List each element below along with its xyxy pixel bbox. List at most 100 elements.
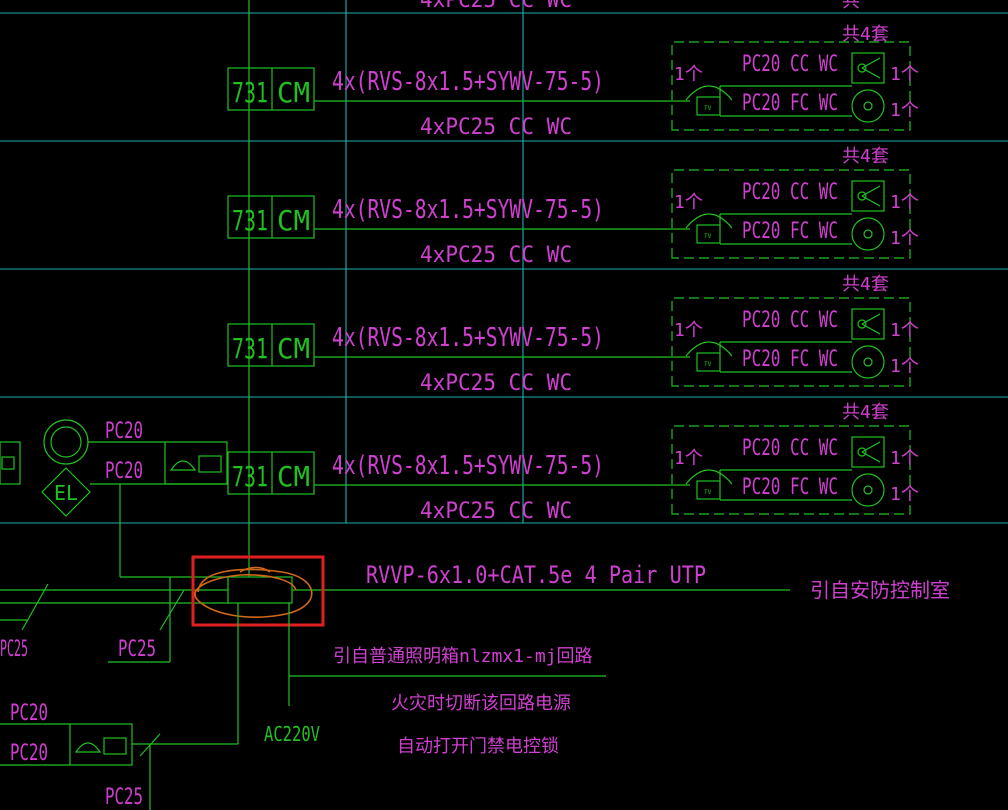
- feeder-cable-label: 4x(RVS-8x1.5+SYWV-75-5): [332, 195, 604, 225]
- tv-symbol: TV: [704, 233, 712, 240]
- feeder-box: [227, 195, 315, 239]
- intercom-station-icon: [851, 180, 885, 212]
- power-notes: AC220V 引自普通照明箱nlzmx1-mj回路 火灾时切断该回路电源 自动打…: [132, 603, 606, 757]
- tv-symbol: TV: [704, 361, 712, 368]
- note-fire: 火灾时切断该回路电源: [391, 693, 571, 714]
- feeder-code: 731: [232, 332, 268, 365]
- scribble-annotation: [194, 568, 313, 618]
- tv-outlet-icon: [696, 352, 721, 372]
- tv-outlet-icon: [696, 224, 721, 244]
- keypad-icon: [103, 737, 127, 755]
- security-cable-label: RVVP-6x1.0+CAT.5e 4 Pair UTP: [366, 561, 706, 589]
- pc25-left: PC25: [0, 637, 28, 662]
- unit-count-right: 1个: [890, 64, 919, 85]
- clipped-conduit-label: 4xPC25 CC WC: [420, 0, 572, 13]
- feeder-code: 731: [232, 76, 268, 109]
- cyan-grid: [0, 0, 1008, 524]
- intercom-station-icon: [851, 52, 885, 84]
- feeder-cm: CM: [277, 76, 310, 109]
- feeder-cm: CM: [277, 204, 310, 237]
- intercom-station-icon: [851, 436, 885, 468]
- feeder-conduit-label: 4xPC25 CC WC: [420, 499, 572, 524]
- feeder-cable-label: 4x(RVS-8x1.5+SYWV-75-5): [332, 451, 604, 481]
- el-diamond-icon: [41, 467, 91, 517]
- unit-pipe-fc: PC20 FC WC: [742, 91, 838, 116]
- feeder-conduit-label: 4xPC25 CC WC: [420, 243, 572, 268]
- left-panel[interactable]: EL PC20 PC20: [0, 419, 228, 578]
- tv-symbol: TV: [704, 105, 712, 112]
- feeder-row-3[interactable]: 731 CM 4x(RVS-8x1.5+SYWV-75-5) 4xPC25 CC…: [227, 274, 919, 396]
- door-station-box: [164, 441, 228, 485]
- feeder-box: [227, 67, 315, 111]
- control-box-group[interactable]: RVVP-6x1.0+CAT.5e 4 Pair UTP 引自安防控制室: [0, 555, 950, 627]
- unit-count-right-2: 1个: [890, 484, 919, 505]
- feeder-row-1[interactable]: 731 CM 4x(RVS-8x1.5+SYWV-75-5) 4xPC25 CC…: [227, 24, 919, 140]
- feeder-conduit-label: 4xPC25 CC WC: [420, 115, 572, 140]
- pc20-label-top: PC20: [105, 419, 143, 444]
- pc20-label-bottom: PC20: [10, 741, 48, 766]
- unit-pipe-fc: PC20 FC WC: [742, 475, 838, 500]
- unit-pipe-cc: PC20 CC WC: [742, 308, 838, 333]
- handset-icon: [169, 460, 197, 471]
- el-label: EL: [54, 481, 78, 505]
- unit-count-label: 共4套: [842, 402, 889, 423]
- tv-outlet-arc: [685, 85, 733, 101]
- keypad-icon: [198, 455, 222, 473]
- unit-count-right: 1个: [890, 448, 919, 469]
- highlight-box: [191, 555, 325, 627]
- unit-pipe-cc: PC20 CC WC: [742, 436, 838, 461]
- unit-count-right: 1个: [890, 192, 919, 213]
- tv-outlet-arc: [685, 469, 733, 485]
- feeder-code: 731: [232, 460, 268, 493]
- feeder-cm: CM: [277, 460, 310, 493]
- feeder-box: [227, 323, 315, 367]
- unit-count-left: 1个: [674, 64, 703, 85]
- tv-outlet-arc: [685, 213, 733, 229]
- feeder-row-2[interactable]: 731 CM 4x(RVS-8x1.5+SYWV-75-5) 4xPC25 CC…: [227, 146, 919, 268]
- tv-outlet-icon: [696, 480, 721, 500]
- pc25-bottom: PC25: [105, 785, 143, 810]
- clipped-unit-label: 共: [842, 0, 860, 12]
- camera-icon: [851, 345, 885, 379]
- tv-outlet-icon: [696, 96, 721, 116]
- handset-icon: [74, 742, 102, 753]
- feeder-cable-label: 4x(RVS-8x1.5+SYWV-75-5): [332, 323, 604, 353]
- unit-count-label: 共4套: [842, 274, 889, 295]
- unit-count-right-2: 1个: [890, 356, 919, 377]
- note-auto: 自动打开门禁电控锁: [397, 736, 559, 757]
- feeder-conduit-label: 4xPC25 CC WC: [420, 371, 572, 396]
- note-source: 引自普通照明箱nlzmx1-mj回路: [333, 646, 593, 667]
- left-lower-conduits: PC25 PC25: [0, 577, 185, 663]
- unit-count-right: 1个: [890, 320, 919, 341]
- feeder-row-4[interactable]: 731 CM 4x(RVS-8x1.5+SYWV-75-5) 4xPC25 CC…: [227, 402, 919, 524]
- pc20-label-top: PC20: [10, 701, 48, 726]
- unit-count-label: 共4套: [842, 146, 889, 167]
- unit-pipe-cc: PC20 CC WC: [742, 52, 838, 77]
- unit-pipe-fc: PC20 FC WC: [742, 347, 838, 372]
- voltage-label: AC220V: [264, 722, 320, 746]
- unit-count-label: 共4套: [842, 24, 889, 45]
- unit-count-left: 1个: [674, 192, 703, 213]
- camera-icon: [851, 217, 885, 251]
- bottom-left-panel[interactable]: PC20 PC20 PC25: [0, 701, 161, 810]
- unit-pipe-cc: PC20 CC WC: [742, 180, 838, 205]
- monitor-icon: [1, 456, 15, 470]
- tv-outlet-arc: [685, 341, 733, 357]
- feeder-cable-label: 4x(RVS-8x1.5+SYWV-75-5): [332, 67, 604, 97]
- unit-count-left: 1个: [674, 448, 703, 469]
- unit-count-right-2: 1个: [890, 100, 919, 121]
- feeder-box: [227, 451, 315, 495]
- security-dest-label: 引自安防控制室: [810, 578, 950, 602]
- feeder-cm: CM: [277, 332, 310, 365]
- tv-symbol: TV: [704, 489, 712, 496]
- door-station-box: [69, 723, 133, 766]
- camera-icon: [851, 89, 885, 123]
- feeder-code: 731: [232, 204, 268, 237]
- unit-pipe-fc: PC20 FC WC: [742, 219, 838, 244]
- pc25-mid: PC25: [118, 637, 156, 662]
- camera-icon: [851, 473, 885, 507]
- relay-box[interactable]: [227, 576, 293, 604]
- unit-count-left: 1个: [674, 320, 703, 341]
- unit-count-right-2: 1个: [890, 228, 919, 249]
